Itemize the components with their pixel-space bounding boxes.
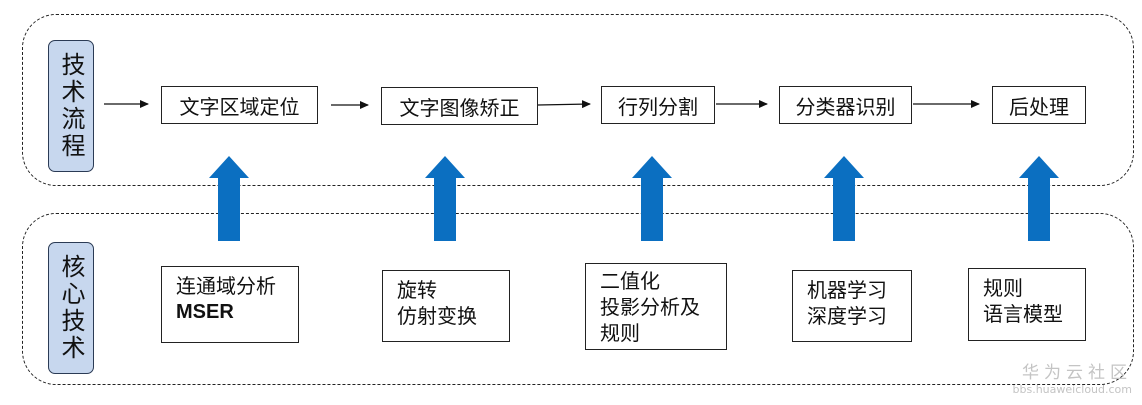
support-arrow-2 — [425, 156, 465, 241]
core-tech-section-label: 核心技术 — [48, 242, 94, 374]
watermark-url: bbs.huaweicloud.com — [1012, 383, 1132, 396]
tech-line: 深度学习 — [807, 304, 887, 328]
tech-line: MSER — [176, 301, 234, 323]
flow-step-image-rectification: 文字图像矫正 — [381, 87, 538, 125]
flow-step-line-segmentation: 行列分割 — [601, 86, 715, 124]
support-arrow-1 — [209, 156, 249, 241]
support-arrow-5 — [1019, 156, 1059, 241]
tech-line: 二值化 — [600, 269, 660, 293]
tech-line: 旋转 — [397, 278, 437, 302]
tech-box-machine-learning: 机器学习 深度学习 — [792, 270, 912, 342]
tech-box-connected-components: 连通域分析 MSER — [161, 266, 299, 343]
tech-line: 语言模型 — [983, 302, 1063, 326]
tech-line: 连通域分析 — [176, 274, 276, 298]
tech-line: 投影分析及 — [600, 295, 700, 319]
tech-box-binarization: 二值化 投影分析及 规则 — [585, 263, 727, 350]
core-tech-panel — [22, 213, 1134, 385]
tech-line: 机器学习 — [807, 278, 887, 302]
support-arrow-3 — [632, 156, 672, 241]
flow-step-postprocess: 后处理 — [992, 86, 1086, 124]
process-panel — [22, 14, 1134, 186]
watermark: 华为云社区 bbs.huaweicloud.com — [1012, 363, 1132, 397]
tech-line: 规则 — [600, 321, 640, 345]
tech-box-affine-transform: 旋转 仿射变换 — [382, 270, 510, 342]
flow-step-text-localization: 文字区域定位 — [161, 86, 318, 124]
tech-box-language-model: 规则 语言模型 — [968, 268, 1086, 341]
process-section-label: 技术流程 — [48, 40, 94, 172]
tech-line: 规则 — [983, 276, 1023, 300]
flow-step-classifier: 分类器识别 — [779, 86, 912, 124]
support-arrow-4 — [824, 156, 864, 241]
watermark-title: 华为云社区 — [1022, 363, 1132, 383]
tech-line: 仿射变换 — [397, 304, 477, 328]
flow-arrow-2-3 — [537, 100, 591, 109]
